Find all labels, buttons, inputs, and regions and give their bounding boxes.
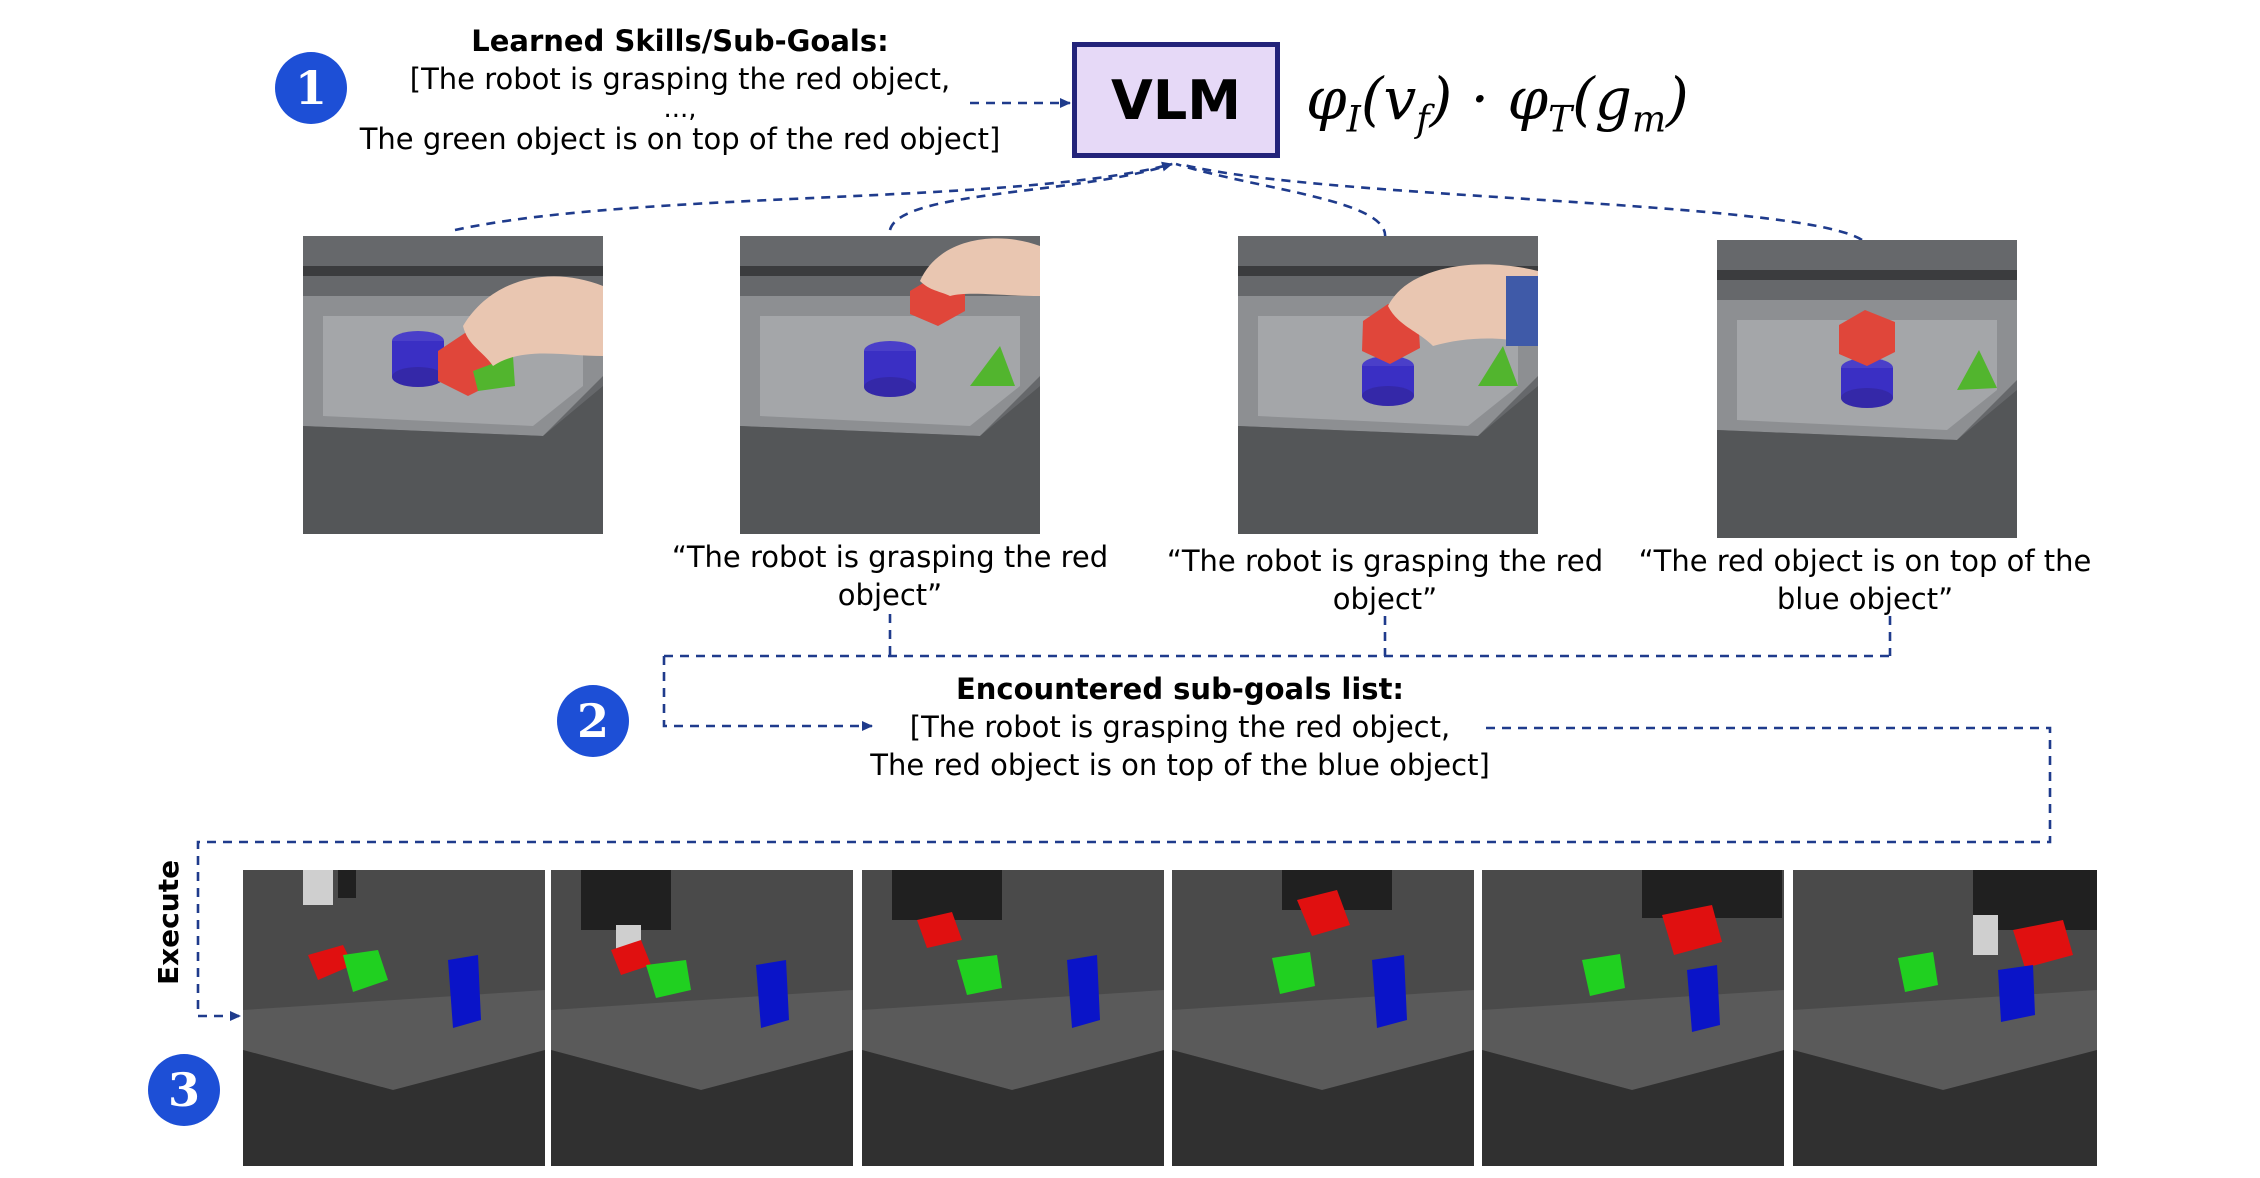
learned-skills-block: Learned Skills/Sub-Goals: [The robot is … bbox=[340, 22, 1020, 158]
step-3-badge: 3 bbox=[148, 1054, 220, 1126]
learned-skill-line-3: The green object is on top of the red ob… bbox=[359, 122, 1001, 156]
demo-frame-3 bbox=[1238, 236, 1538, 534]
frame-2-caption-line-2: object” bbox=[837, 578, 943, 612]
frame1-to-vlm-curve bbox=[454, 161, 1173, 232]
demo-frame-1 bbox=[303, 236, 603, 534]
sim-frame-6 bbox=[1793, 870, 2097, 1166]
formula-v: (v bbox=[1360, 65, 1417, 133]
formula-sub-i: I bbox=[1346, 99, 1361, 141]
sim-frame-1 bbox=[243, 870, 545, 1166]
list-to-execute-arrow bbox=[196, 726, 2052, 1021]
sim-frame-3 bbox=[862, 870, 1164, 1166]
encountered-subgoals-block: Encountered sub-goals list: [The robot i… bbox=[830, 670, 1530, 784]
vlm-box: VLM bbox=[1072, 42, 1280, 158]
frame-3-caption-line-1: “The robot is grasping the red bbox=[1166, 544, 1604, 578]
formula-close: ) bbox=[1666, 65, 1689, 133]
demo-frame-4 bbox=[1717, 240, 2017, 538]
frame3-to-vlm-curve bbox=[1175, 162, 1387, 239]
formula-mid: ) · φ bbox=[1429, 65, 1549, 133]
demo-frame-2 bbox=[740, 236, 1040, 534]
step-1-badge: 1 bbox=[275, 52, 347, 124]
sim-frame-2 bbox=[551, 870, 853, 1166]
frame-2-caption: “The robot is grasping the red object” bbox=[660, 538, 1120, 614]
encountered-line-1: [The robot is grasping the red object, bbox=[909, 710, 1451, 744]
formula-phi-i: φ bbox=[1306, 65, 1347, 133]
frame2-to-vlm-curve bbox=[888, 162, 1173, 231]
frame-4-caption: “The red object is on top of the blue ob… bbox=[1620, 542, 2110, 618]
sim-frame-4 bbox=[1172, 870, 1474, 1166]
learned-skill-line-1: [The robot is grasping the red object, bbox=[409, 62, 951, 96]
formula-g: (g bbox=[1572, 65, 1632, 133]
learned-skill-ellipsis: ..., bbox=[663, 94, 697, 124]
frame-2-caption-line-1: “The robot is grasping the red bbox=[671, 540, 1109, 574]
frame-3-caption-line-2: object” bbox=[1332, 582, 1438, 616]
vlm-label: VLM bbox=[1111, 68, 1241, 132]
frame-3-caption: “The robot is grasping the red object” bbox=[1155, 542, 1615, 618]
frame-4-caption-line-2: blue object” bbox=[1776, 582, 1954, 616]
similarity-formula: φI(vf) · φT(gm) bbox=[1306, 54, 1726, 144]
encountered-heading: Encountered sub-goals list: bbox=[955, 672, 1405, 706]
execute-label: Execute bbox=[152, 859, 185, 985]
encountered-line-2: The red object is on top of the blue obj… bbox=[870, 748, 1490, 782]
frame4-to-vlm-curve bbox=[1179, 162, 1863, 242]
frame-4-caption-line-1: “The red object is on top of the bbox=[1638, 544, 2092, 578]
sim-frame-5 bbox=[1482, 870, 1784, 1166]
formula-sub-m: m bbox=[1631, 99, 1667, 141]
step-2-badge: 2 bbox=[557, 685, 629, 757]
learned-skills-heading: Learned Skills/Sub-Goals: bbox=[471, 24, 889, 58]
formula-sub-f: f bbox=[1416, 99, 1430, 141]
bracket-to-list-arrow bbox=[662, 656, 873, 731]
formula-sub-t: T bbox=[1548, 99, 1573, 141]
